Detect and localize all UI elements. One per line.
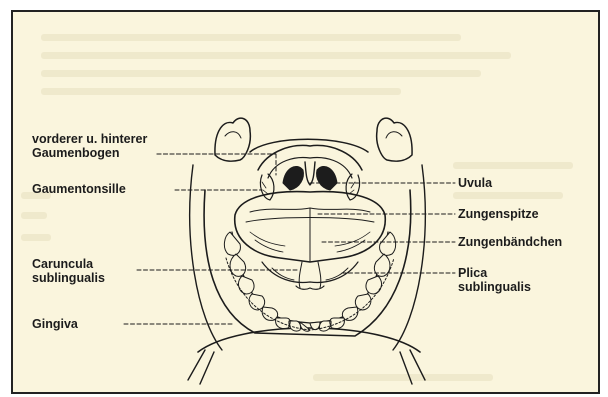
label-zungenspitze: Zungenspitze [458, 207, 539, 221]
label-plica-line2: sublingualis [458, 280, 531, 294]
label-arches-line1: vorderer u. hinterer [32, 132, 147, 146]
label-zungenbaendchen: Zungenbändchen [458, 235, 562, 249]
frenulum-shape [299, 262, 321, 288]
upper-left-molar-cusp [225, 132, 241, 138]
label-caruncula-line2: sublingualis [32, 271, 105, 285]
upper-right-molar-cusp [386, 132, 402, 138]
right-retractor-line-2 [400, 352, 412, 384]
label-arches-line2: Gaumenbogen [32, 146, 120, 160]
upper-right-molar [377, 118, 412, 161]
label-caruncula-line1: Caruncula [32, 257, 93, 271]
label-gingiva: Gingiva [32, 317, 78, 331]
label-plica-line1: Plica [458, 266, 487, 280]
label-gaumentonsille: Gaumentonsille [32, 182, 126, 196]
pharynx-right [317, 166, 337, 190]
uvula-shape [305, 162, 315, 185]
right-cheek [393, 165, 425, 350]
upper-left-molar [215, 118, 250, 161]
left-cheek [190, 165, 222, 350]
label-uvula: Uvula [458, 176, 492, 190]
right-retractor-line [410, 350, 425, 380]
pharynx-left [283, 166, 303, 190]
left-retractor-line-2 [200, 352, 214, 384]
left-retractor-line [188, 350, 205, 380]
gingiva-line [226, 258, 394, 330]
